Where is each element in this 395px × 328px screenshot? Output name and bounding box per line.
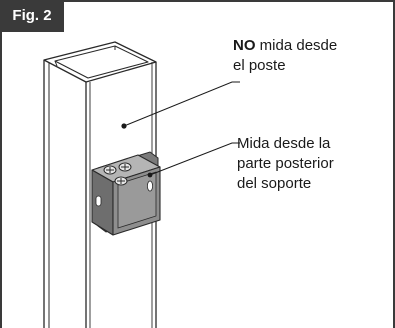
callout-bracket-line3: del soporte (237, 175, 312, 192)
post-leader-line (123, 81, 240, 127)
bracket (91, 151, 161, 236)
callout-post: NO mida desde el poste (233, 36, 337, 76)
bracket-leader-line (149, 142, 240, 176)
screw-head-1 (103, 165, 117, 175)
callout-post-bold: NO (233, 37, 256, 54)
bracket-leader-dot (147, 172, 153, 178)
figure-tag: Fig. 2 (0, 0, 64, 32)
callout-post-line1: mida desde (255, 37, 338, 54)
bracket-left-face (91, 169, 114, 236)
screw-head-2 (118, 162, 132, 172)
screw-head-3 (114, 176, 128, 186)
callout-post-line2: el poste (233, 57, 286, 74)
callout-bracket-line1: Mida desde la (237, 135, 331, 152)
post-top-inner (54, 45, 149, 79)
callout-bracket: Mida desde la parte posterior del soport… (237, 134, 334, 194)
callout-bracket-line2: parte posterior (237, 155, 334, 172)
